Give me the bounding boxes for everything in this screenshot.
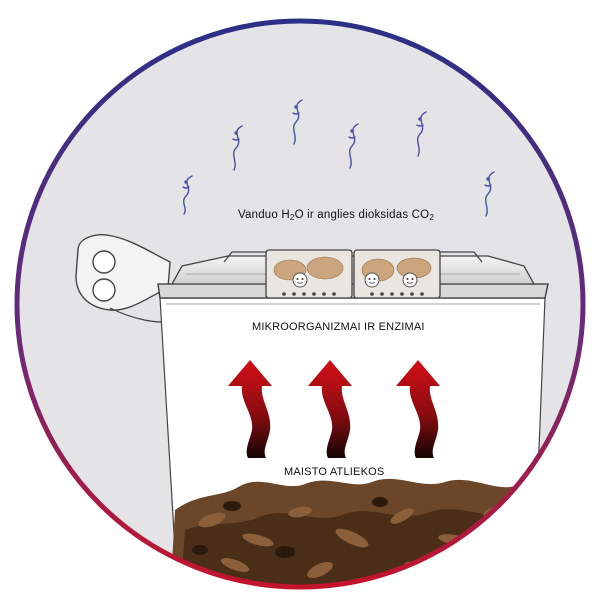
- heat-arrow-icon: [396, 360, 440, 458]
- heat-arrow-icon: [308, 360, 352, 458]
- food-waste-label: MAISTO ATLIEKOS: [284, 466, 385, 478]
- gradient-ring: [14, 18, 586, 590]
- vapor-swirl-icon: [182, 175, 193, 215]
- vapor-swirl-icon: [348, 123, 359, 169]
- lid-handle-icon: [75, 234, 171, 323]
- heat-arrow-icon: [228, 360, 272, 458]
- microbe-face-icon: [402, 272, 418, 288]
- microbe-face-icon: [364, 272, 380, 288]
- vapor-swirl-icon: [416, 111, 427, 157]
- vapor-swirl-icon: [232, 125, 243, 171]
- gas-label: Vanduo H2O ir anglies dioksidas CO2: [238, 209, 434, 222]
- vapor-swirl-icon: [484, 171, 495, 217]
- vapor-swirl-icon: [292, 99, 303, 145]
- bin-lid: [75, 234, 549, 323]
- microbe-face-icon: [292, 272, 308, 288]
- microbes-label: MIKROORGANIZMAI IR ENZIMAI: [252, 321, 425, 333]
